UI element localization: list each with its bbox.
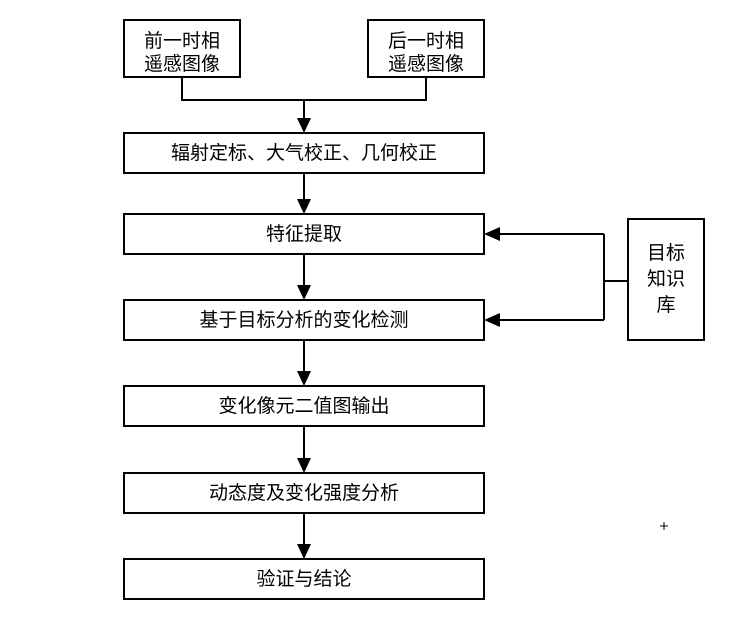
input-previous-line1: 前一时相	[144, 30, 220, 52]
arrow-preprocess-to-feature	[297, 173, 311, 214]
arrow-binary-to-dynamics	[297, 426, 311, 473]
arrow-dynamics-to-verify	[297, 513, 311, 559]
step-box-feature-extraction: 特征提取	[123, 213, 485, 255]
step-dynamics-analysis-label: 动态度及变化强度分析	[209, 482, 399, 504]
input-next-line2: 遥感图像	[388, 53, 464, 75]
knowledge-base-connector	[484, 227, 628, 327]
crosshair-cursor-icon	[660, 522, 668, 530]
step-box-change-detection: 基于目标分析的变化检测	[123, 299, 485, 341]
step-preprocessing-label: 辐射定标、大气校正、几何校正	[171, 142, 437, 164]
step-box-preprocessing: 辐射定标、大气校正、几何校正	[123, 132, 485, 174]
knowledge-base-box: 目标 知识 库	[627, 218, 705, 341]
step-binary-output-label: 变化像元二值图输出	[218, 395, 389, 417]
input-next-line1: 后一时相	[388, 30, 464, 52]
step-feature-extraction-label: 特征提取	[266, 223, 342, 245]
arrow-feature-to-detection	[297, 254, 311, 300]
merge-connector	[181, 77, 427, 133]
step-box-verification: 验证与结论	[123, 558, 485, 600]
step-change-detection-label: 基于目标分析的变化检测	[199, 309, 408, 331]
arrow-detection-to-binary	[297, 340, 311, 386]
input-previous-line2: 遥感图像	[144, 53, 220, 75]
knowledge-base-line2: 知识	[647, 268, 685, 290]
step-box-binary-output: 变化像元二值图输出	[123, 385, 485, 427]
input-box-previous-image: 前一时相 遥感图像	[123, 19, 241, 78]
knowledge-base-line1: 目标	[647, 242, 685, 264]
knowledge-base-line3: 库	[656, 294, 675, 316]
step-verification-label: 验证与结论	[256, 568, 351, 590]
step-box-dynamics-analysis: 动态度及变化强度分析	[123, 472, 485, 514]
input-box-next-image: 后一时相 遥感图像	[367, 19, 485, 78]
